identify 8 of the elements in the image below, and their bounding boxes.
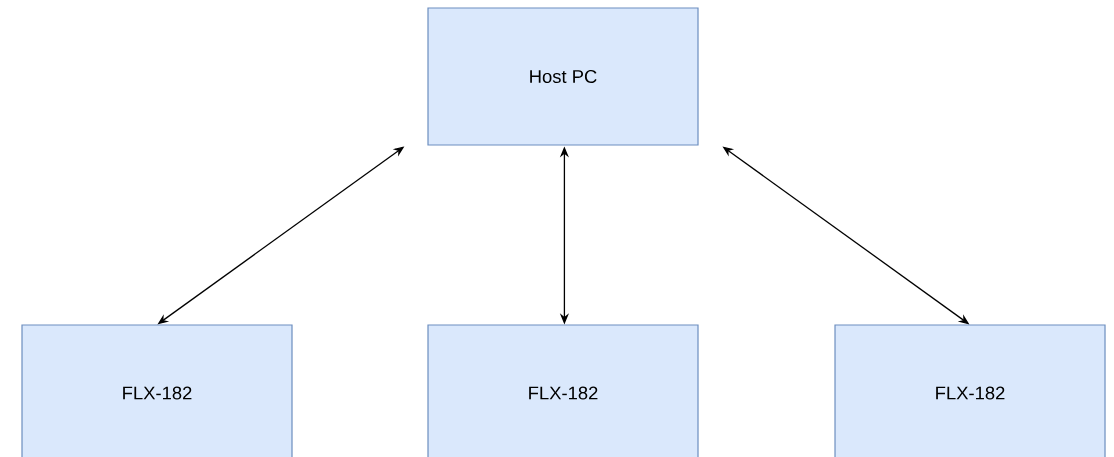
node-label: FLX-182 [529,386,598,400]
box [834,324,1106,457]
node-label: Host PC [530,69,597,84]
box [427,324,699,457]
node-label: FLX-182 [123,386,192,400]
box [21,324,293,457]
node-label: FLX-182 [936,386,1005,400]
box [427,7,699,146]
